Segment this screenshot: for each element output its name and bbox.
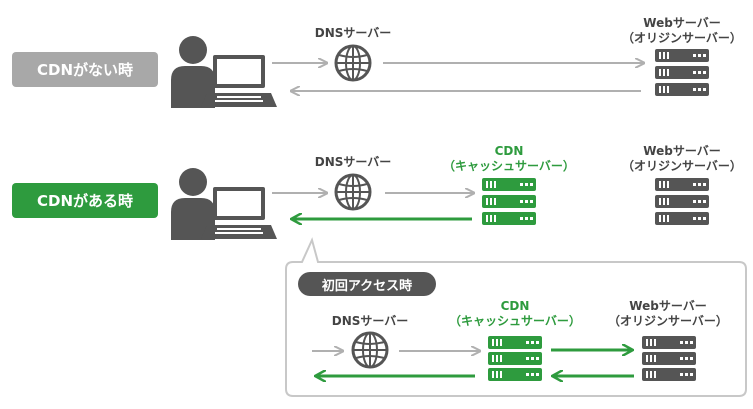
s1-globe-icon [334, 44, 372, 82]
s2-web-server-icon [655, 178, 709, 225]
s1-web-label-2: （オリジンサーバー） [622, 31, 742, 45]
s3-web-label-2: （オリジンサーバー） [608, 314, 728, 328]
s2-web-label-1: Webサーバー [643, 144, 721, 158]
s3-cdn-label-1: CDN [500, 299, 530, 313]
s2-web-label-2: （オリジンサーバー） [622, 159, 742, 173]
s2-cdn-label-1: CDN [494, 144, 524, 158]
s3-cdn-server-icon [488, 336, 542, 381]
s3-globe-icon [351, 331, 389, 369]
first-access-badge: 初回アクセス時 [298, 272, 436, 296]
no-cdn-badge: CDNがない時 [12, 52, 158, 87]
s1-dns-label: DNSサーバー [314, 26, 392, 40]
s3-web-label-1: Webサーバー [629, 299, 707, 313]
s2-dns-label: DNSサーバー [314, 155, 392, 169]
s3-cdn-label-2: （キャッシュサーバー） [449, 314, 581, 328]
s1-web-label-1: Webサーバー [643, 16, 721, 30]
s2-globe-icon [334, 173, 372, 211]
s1-server-icon [655, 49, 709, 96]
s2-cdn-server-icon [482, 178, 536, 225]
s3-dns-label: DNSサーバー [331, 314, 409, 328]
s3-web-server-icon [642, 336, 696, 381]
s2-cdn-label-2: （キャッシュサーバー） [443, 159, 575, 173]
with-cdn-badge: CDNがある時 [12, 183, 158, 218]
